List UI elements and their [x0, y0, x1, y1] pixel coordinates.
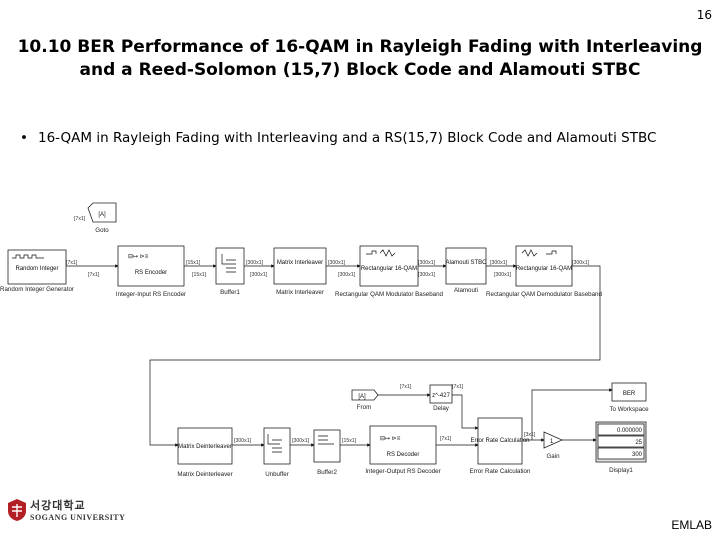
error-rate-block[interactable]: Error Rate Calculation Error Rate Calcul…: [470, 417, 531, 475]
random-integer-dim: [7x1]: [66, 260, 78, 266]
display-label: Display1: [609, 467, 633, 474]
university-logo-text: 서강대학교 SOGANG UNIVERSITY: [30, 500, 125, 524]
buffer-in-dim: [15x1]: [192, 272, 207, 278]
to-workspace-label: To Workspace: [609, 406, 649, 413]
matrix-deinterleaver-inner: Matrix Deinterleaver: [178, 444, 232, 450]
university-seal-icon: [8, 499, 26, 521]
simulink-diagram: [A] Goto [7x1] Random Integer Random Int…: [0, 202, 649, 478]
bullet-dot: •: [20, 130, 28, 146]
qam-modulator-inner: Rectangular 16-QAM: [361, 266, 417, 272]
matrix-interleaver-block[interactable]: Matrix Interleaver Matrix Interleaver: [273, 247, 327, 296]
qam-demodulator-block[interactable]: Rectangular 16-QAM Rectangular QAM Demod…: [486, 245, 603, 298]
rs-encoder-label: Integer-Input RS Encoder: [116, 291, 186, 298]
goto-block[interactable]: [A] Goto: [87, 202, 117, 234]
display-value-1: 0.000000: [617, 428, 643, 434]
unbuffer-block[interactable]: Unbuffer: [263, 427, 291, 478]
gain-block[interactable]: 1 Gain: [543, 431, 563, 460]
random-integer-block[interactable]: Random Integer Random Integer Generator: [0, 249, 74, 293]
alamouti-label: Alamouti: [454, 287, 478, 294]
error-rate-dim: [3x1]: [524, 432, 536, 438]
buffer2-block[interactable]: Buffer2: [313, 429, 341, 476]
buffer-dim: [300x1]: [246, 260, 264, 266]
error-rate-inner: Error Rate Calculation: [470, 438, 529, 444]
alamouti-in-dim: [300x1]: [418, 272, 436, 278]
logo-korean: 서강대학교: [30, 499, 86, 512]
goto-inner: [A]: [98, 212, 106, 218]
delay-inner: z^-427: [432, 393, 450, 399]
rs-encoder-dim: [15x1]: [186, 260, 201, 266]
rs-decoder-label: Integer-Output RS Decoder: [365, 468, 440, 475]
rs-encoder-in-dim: [7x1]: [88, 272, 100, 278]
matrix-interleaver-in-dim: [300x1]: [250, 272, 268, 278]
from-inner: [A]: [358, 394, 366, 400]
qam-modulator-dim: [300x1]: [418, 260, 436, 266]
from-dim: [7x1]: [400, 384, 412, 390]
random-integer-label: Random Integer Generator: [0, 286, 74, 293]
matrix-deinterleaver-label: Matrix Deinterleaver: [177, 471, 232, 478]
qam-modulator-label: Rectangular QAM Modulator Baseband: [335, 291, 444, 298]
logo-english: SOGANG UNIVERSITY: [30, 513, 126, 522]
matrix-interleaver-label: Matrix Interleaver: [276, 289, 324, 296]
goto-dim: [7x1]: [74, 216, 86, 222]
matrix-interleaver-inner: Matrix Interleaver: [277, 260, 323, 266]
bullet-text: 16-QAM in Rayleigh Fading with Interleav…: [38, 130, 657, 146]
page-number: 16: [696, 8, 712, 22]
qam-modulator-in-dim: [300x1]: [338, 272, 356, 278]
gain-inner: 1: [550, 439, 554, 445]
from-block[interactable]: [A] From: [351, 389, 379, 411]
qam-demodulator-inner: Rectangular 16-QAM: [516, 266, 572, 272]
matrix-deinterleaver-block[interactable]: Matrix Deinterleaver Matrix Deinterleave…: [177, 427, 233, 478]
buffer2-dim: [15x1]: [342, 438, 357, 444]
to-workspace-block[interactable]: BER To Workspace: [609, 382, 649, 413]
slide-title: 10.10 BER Performance of 16-QAM in Rayle…: [0, 36, 720, 82]
buffer-label: Buffer1: [220, 289, 240, 296]
rs-encoder-inner: RS Encoder: [135, 270, 167, 276]
to-workspace-inner: BER: [623, 391, 636, 397]
random-integer-inner: Random Integer: [15, 266, 58, 272]
qam-demodulator-label: Rectangular QAM Demodulator Baseband: [486, 291, 602, 298]
rs-decoder-inner: RS Decoder: [387, 452, 420, 458]
matrix-interleaver-dim: [300x1]: [328, 260, 346, 266]
alamouti-block[interactable]: Alamouti STBC Alamouti: [445, 247, 487, 294]
slide-title-line2: and a Reed-Solomon (15,7) Block Code and…: [79, 60, 641, 80]
qam-demodulator-in-dim: [300x1]: [494, 272, 512, 278]
buffer2-label: Buffer2: [317, 469, 337, 476]
buffer-block[interactable]: Buffer1: [215, 247, 245, 296]
rs-encoder-glyph: ⊟↦ ⊳≡: [128, 254, 149, 260]
qam-modulator-block[interactable]: Rectangular 16-QAM Rectangular QAM Modul…: [335, 245, 444, 298]
unbuffer-label: Unbuffer: [265, 471, 289, 478]
alamouti-dim: [300x1]: [490, 260, 508, 266]
matrix-deinterleaver-dim: [300x1]: [234, 438, 252, 444]
rs-decoder-block[interactable]: ⊟↦ ⊳≡ RS Decoder Integer-Output RS Decod…: [365, 425, 441, 475]
wrap-connector: [149, 265, 601, 447]
alamouti-inner: Alamouti STBC: [445, 260, 487, 266]
rs-decoder-glyph: ⊟↦ ⊳≡: [380, 436, 401, 442]
gain-label: Gain: [546, 453, 560, 460]
delay-dim: [7x1]: [452, 384, 464, 390]
display-block[interactable]: 0.000000 25 300 Display1: [595, 421, 647, 474]
delay-label: Delay: [433, 405, 450, 412]
goto-label: Goto: [95, 227, 109, 234]
unbuffer-dim: [300x1]: [292, 438, 310, 444]
slide-title-line1: 10.10 BER Performance of 16-QAM in Rayle…: [17, 37, 703, 57]
lab-name: EMLAB: [671, 518, 712, 532]
delay-block[interactable]: z^-427 Delay: [429, 384, 453, 412]
display-value-2: 25: [635, 440, 642, 446]
rs-encoder-block[interactable]: ⊟↦ ⊳≡ RS Encoder Integer-Input RS Encode…: [116, 245, 186, 298]
display-value-3: 300: [632, 452, 643, 458]
bullet-item: • 16-QAM in Rayleigh Fading with Interlea…: [20, 130, 656, 146]
qam-demodulator-dim: [300x1]: [572, 260, 590, 266]
error-rate-label: Error Rate Calculation: [470, 468, 531, 475]
from-label: From: [357, 404, 371, 411]
rs-decoder-dim: [7x1]: [440, 436, 452, 442]
